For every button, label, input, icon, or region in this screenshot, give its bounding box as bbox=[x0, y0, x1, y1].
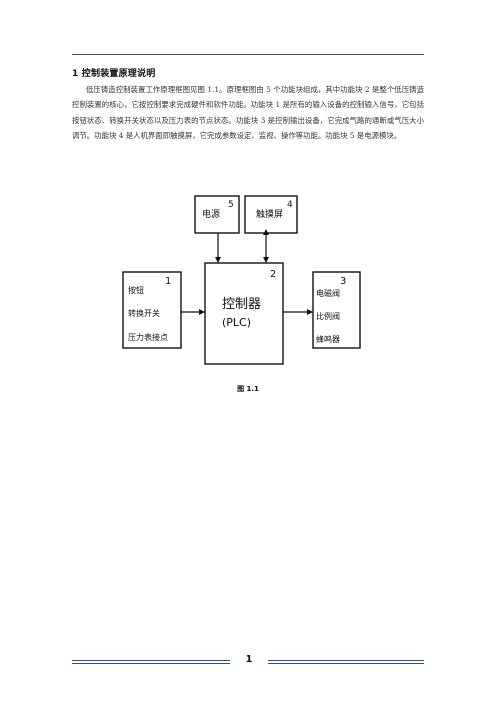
inputs-block-line-1: 按钮 bbox=[128, 285, 144, 295]
outputs-block: 3 电磁阀 比例阀 蜂鸣器 bbox=[312, 271, 361, 349]
inputs-block-number: 1 bbox=[165, 276, 171, 287]
outputs-block-number: 3 bbox=[340, 276, 346, 287]
controller-block-label: 控制器 bbox=[222, 297, 261, 312]
power-block-label: 电源 bbox=[202, 208, 220, 220]
inputs-block: 1 按钮 转换开关 压力表接点 bbox=[122, 271, 182, 349]
footer-rule-right bbox=[268, 660, 424, 664]
controller-block-sublabel: (PLC) bbox=[222, 316, 251, 329]
power-block-number: 5 bbox=[228, 200, 234, 210]
touchscreen-block-number: 4 bbox=[287, 200, 293, 210]
footer-rule-left bbox=[72, 660, 230, 664]
controller-block: 2 控制器 (PLC) bbox=[204, 262, 284, 365]
controller-block-number: 2 bbox=[270, 269, 276, 280]
figure-caption: 图 1.1 bbox=[237, 385, 259, 393]
page-number: 1 bbox=[245, 654, 253, 665]
section-heading: 1 控制装置原理说明 bbox=[72, 69, 156, 79]
outputs-block-line-3: 蜂鸣器 bbox=[316, 334, 340, 344]
inputs-block-line-3: 压力表接点 bbox=[128, 332, 168, 342]
outputs-block-line-2: 比例阀 bbox=[316, 311, 340, 321]
power-block: 电源 5 bbox=[194, 195, 240, 234]
touchscreen-block-label: 触摸屏 bbox=[256, 208, 283, 220]
header-rule bbox=[72, 54, 424, 55]
section-paragraph: 低压铸造控制装置工作原理框图见图 1.1。原理框图由 5 个功能块组成，其中功能… bbox=[72, 85, 424, 141]
inputs-block-line-2: 转换开关 bbox=[128, 308, 160, 318]
touchscreen-block: 触摸屏 4 bbox=[244, 195, 298, 234]
outputs-block-line-1: 电磁阀 bbox=[316, 288, 340, 298]
